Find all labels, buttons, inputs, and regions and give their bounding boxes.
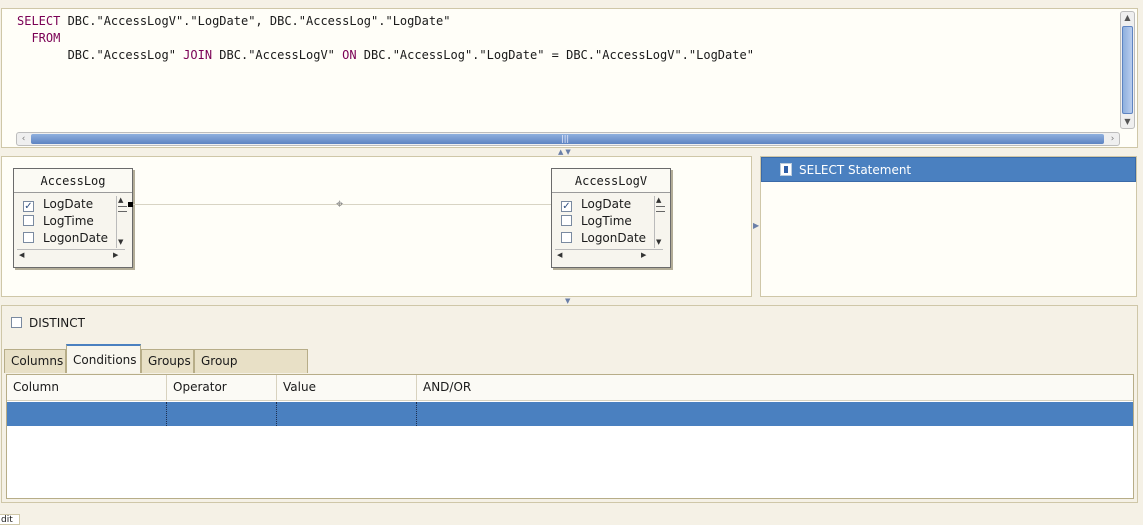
checkbox[interactable]: ✓ [23,201,34,212]
table-title: AccessLogV [552,169,670,193]
column-row[interactable]: LogonDate [17,230,129,247]
table-header: Column Operator Value AND/OR [7,375,1133,401]
table-title: AccessLog [14,169,132,193]
column-list-vscroll[interactable]: ▲ ▼ [116,196,128,248]
scrollbar-thumb[interactable] [118,206,127,212]
tab-columns[interactable]: Columns [4,349,66,373]
statement-icon [780,163,792,176]
checkbox[interactable] [11,317,22,328]
editor-tab-stub[interactable]: dit [0,514,20,525]
grip-icon: ||| [561,134,570,143]
conditions-table[interactable]: Column Operator Value AND/OR [6,374,1134,499]
outline-item-select-statement[interactable]: SELECT Statement [761,157,1136,182]
distinct-label: DISTINCT [29,316,85,330]
checkbox[interactable]: ✓ [561,201,572,212]
column-row[interactable]: ✓ LogDate [17,196,129,213]
sql-keyword-select: SELECT [17,14,61,28]
column-label: LogonDate [581,231,647,245]
sash-expand-icon[interactable]: ▶ [753,221,760,230]
scrollbar-thumb[interactable]: ||| [31,134,1104,144]
column-list[interactable]: ✓ LogDate LogTime LogonDate [17,196,129,251]
column-label: LogTime [43,214,94,228]
scroll-right-icon[interactable]: ▶ [641,251,647,259]
column-header[interactable]: Value [277,375,417,401]
tab-groups[interactable]: Groups [141,349,194,373]
sql-join-table: DBC."AccessLogV" [212,48,343,62]
tab-group-conditions[interactable]: Group Conditions [194,349,308,390]
column-row[interactable]: LogonDate [555,230,667,247]
table-row[interactable] [7,402,1133,426]
query-options-pane: DISTINCT Columns Conditions Groups Group… [1,305,1138,503]
sql-vertical-scrollbar[interactable]: ▲ ▼ [1120,11,1135,129]
sash-collapse-icon[interactable]: ▼ [565,297,571,305]
table-cell[interactable] [7,402,167,426]
column-label: LogDate [581,197,632,211]
scroll-down-icon[interactable]: ▼ [656,238,662,246]
checkbox[interactable] [561,215,572,226]
scroll-right-icon[interactable]: › [1110,134,1115,144]
column-label: LogDate [43,197,94,211]
join-handle-icon[interactable]: ⌖ [336,197,344,212]
join-connector[interactable] [130,204,553,205]
column-row[interactable]: LogTime [17,213,129,230]
scroll-up-icon[interactable]: ▲ [656,196,662,204]
column-list-vscroll[interactable]: ▲ ▼ [654,196,666,248]
scroll-left-icon[interactable]: ‹ [21,134,26,144]
column-label: LogonDate [43,231,109,245]
table-cell[interactable] [167,402,277,426]
outline-pane[interactable]: SELECT Statement [760,156,1137,297]
column-header[interactable]: Operator [167,375,277,401]
checkbox[interactable] [23,215,34,226]
column-label: LogTime [581,214,632,228]
column-list-hscroll[interactable]: ◀ ▶ [555,249,663,261]
sql-select-list: DBC."AccessLogV"."LogDate", DBC."AccessL… [60,14,451,28]
scroll-up-icon[interactable]: ▲ [118,196,124,204]
column-list-hscroll[interactable]: ◀ ▶ [17,249,125,261]
sql-keyword-join: JOIN [183,48,213,62]
outline-item-label: SELECT Statement [799,163,912,177]
column-row[interactable]: ✓ LogDate [555,196,667,213]
scroll-up-icon[interactable]: ▲ [1124,13,1131,22]
table-box-accesslogv[interactable]: AccessLogV ✓ LogDate LogTime LogonDate ▲ … [551,168,671,268]
sql-horizontal-scrollbar[interactable]: ‹ ||| › [16,132,1120,146]
column-list[interactable]: ✓ LogDate LogTime LogonDate [555,196,667,251]
checkbox[interactable] [561,232,572,243]
column-row[interactable]: LogTime [555,213,667,230]
scroll-left-icon[interactable]: ◀ [19,251,25,259]
status-strip [0,513,1143,525]
table-box-accesslog[interactable]: AccessLog ✓ LogDate LogTime LogonDate ▲ ▼… [13,168,133,268]
sql-text[interactable]: SELECT DBC."AccessLogV"."LogDate", DBC."… [17,13,754,64]
checkbox[interactable] [23,232,34,243]
scrollbar-thumb[interactable] [656,206,665,212]
table-cell[interactable] [277,402,417,426]
sql-keyword-from: FROM [31,31,61,45]
scrollbar-thumb[interactable] [1122,26,1133,114]
scroll-down-icon[interactable]: ▼ [118,238,124,246]
sql-keyword-on: ON [342,48,357,62]
column-header[interactable]: Column [7,375,167,401]
join-endpoint[interactable] [128,202,133,207]
sql-join-condition: DBC."AccessLog"."LogDate" = DBC."AccessL… [356,48,754,62]
sql-editor[interactable]: SELECT DBC."AccessLogV"."LogDate", DBC."… [1,8,1138,148]
scroll-right-icon[interactable]: ▶ [113,251,119,259]
scroll-down-icon[interactable]: ▼ [1124,117,1131,126]
column-header[interactable]: AND/OR [423,380,472,394]
scroll-left-icon[interactable]: ◀ [557,251,563,259]
distinct-checkbox[interactable]: DISTINCT [11,316,85,330]
sql-from-table: DBC."AccessLog" [67,48,184,62]
tab-conditions[interactable]: Conditions [66,344,141,373]
sash-collapse-icon[interactable]: ▲▼ [558,148,573,156]
